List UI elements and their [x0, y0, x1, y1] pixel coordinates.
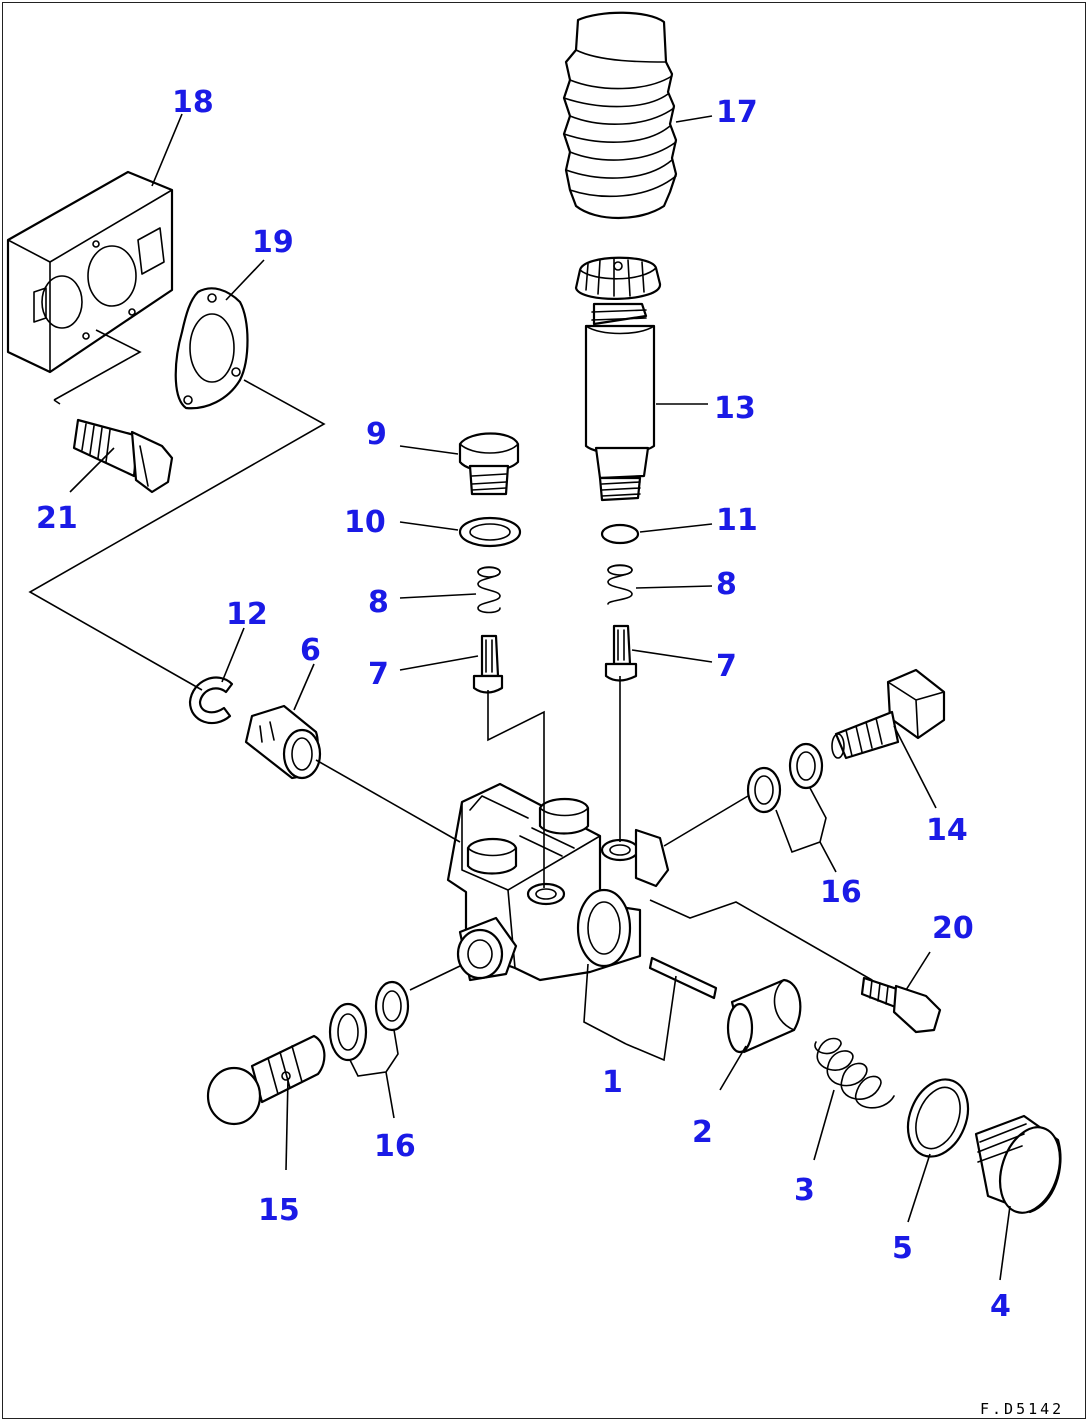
- callout-19: 19: [252, 225, 294, 260]
- part-1-pump-body: [446, 782, 670, 982]
- callout-10: 10: [344, 505, 386, 540]
- part-11-o-ring: [600, 523, 640, 545]
- part-3-spring: [814, 1037, 895, 1109]
- callout-6: 6: [300, 633, 321, 668]
- callout-7-left: 7: [368, 657, 389, 692]
- part-5-gasket: [906, 1078, 970, 1158]
- leader-lines: [28, 113, 1011, 1281]
- part-8-spring-left: [477, 566, 501, 614]
- part-15-banjo-bolt: [206, 1034, 326, 1126]
- part-7-valve-left: [472, 634, 504, 694]
- callout-16-left: 16: [374, 1129, 416, 1164]
- part-19-gasket: [174, 287, 249, 410]
- callout-18: 18: [172, 85, 214, 120]
- callout-9: 9: [366, 417, 387, 452]
- callout-17: 17: [716, 95, 758, 130]
- part-18-flange-block: [6, 170, 174, 374]
- part-20-bolt: [860, 976, 942, 1034]
- callout-2: 2: [692, 1115, 713, 1150]
- callout-13: 13: [714, 391, 756, 426]
- callout-8-right: 8: [716, 567, 737, 602]
- part-10-gasket: [458, 516, 522, 548]
- part-14-banjo-bolt: [831, 668, 946, 760]
- part-16-washers-left: [328, 980, 410, 1062]
- part-4-plug: [974, 1114, 1062, 1214]
- callout-11: 11: [716, 503, 758, 538]
- callout-5: 5: [892, 1231, 913, 1266]
- part-13-priming-pump: [574, 256, 662, 502]
- part-6-strainer: [244, 704, 322, 780]
- callout-labels: 18 19 21 17 13 9 10 11 8 8 7 7 12 6 14 1…: [36, 85, 1011, 1324]
- drawing-code: F.D5142: [980, 1400, 1064, 1418]
- callout-4: 4: [990, 1289, 1011, 1324]
- part-7-valve-right: [604, 624, 638, 682]
- part-2-piston: [648, 956, 802, 1054]
- part-12-snap-ring: [188, 676, 234, 725]
- callout-15: 15: [258, 1193, 300, 1228]
- callout-14: 14: [926, 813, 968, 848]
- callout-20: 20: [932, 911, 974, 946]
- part-8-spring-right: [607, 564, 633, 605]
- callout-8-left: 8: [368, 585, 389, 620]
- callout-21: 21: [36, 501, 78, 536]
- callout-7-right: 7: [716, 649, 737, 684]
- callout-3: 3: [794, 1173, 815, 1208]
- callout-16-right: 16: [820, 875, 862, 910]
- callout-1: 1: [602, 1065, 623, 1100]
- part-9-plug: [458, 432, 520, 496]
- part-17-boot: [562, 11, 678, 220]
- part-21-bolt: [72, 418, 174, 494]
- part-16-washers-right: [746, 742, 824, 814]
- callout-12: 12: [226, 597, 268, 632]
